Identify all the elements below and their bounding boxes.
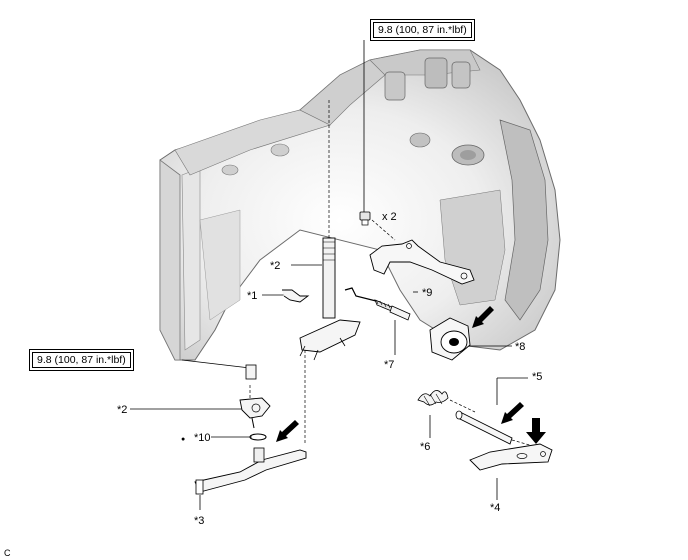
manual-shift-lever (194, 447, 307, 495)
callout-3: *3 (194, 515, 204, 527)
apply-arrow-icon (501, 402, 524, 424)
callout-2-lower: *2 (117, 404, 127, 416)
callout-9: *9 (422, 287, 432, 299)
callout-6: *6 (420, 441, 430, 453)
apply-arrow-icon (472, 306, 494, 328)
figure-code: C (4, 548, 11, 558)
callout-4: *4 (490, 502, 500, 514)
transmission-case (159, 49, 561, 361)
pawl-pin (455, 410, 513, 445)
callout-10-bullet: ● (181, 436, 185, 443)
callout-7: *7 (384, 359, 394, 371)
assembly-dashed-lines (249, 100, 541, 449)
torsion-spring (417, 390, 449, 407)
detent-spring-bolt (239, 364, 271, 429)
o-ring (249, 433, 267, 441)
callout-8: *8 (515, 341, 525, 353)
callout-2-upper: *2 (270, 260, 280, 272)
parking-lock-sleeve (429, 317, 471, 361)
manual-valve-lever-shaft (299, 237, 361, 361)
apply-arrow-icon (276, 420, 299, 442)
torque-spec-top: 9.8 (100, 87 in.*lbf) (370, 19, 475, 41)
torque-spec-left: 9.8 (100, 87 in.*lbf) (29, 349, 134, 371)
parking-lock-pawl-bracket (369, 239, 475, 285)
apply-arrow-icon (526, 418, 546, 444)
callout-10: *10 (194, 432, 211, 444)
spring-clip (282, 289, 310, 303)
parking-lock-rod (344, 287, 411, 321)
callout-1: *1 (247, 290, 257, 302)
bolt (359, 211, 371, 226)
parking-lock-pawl (469, 443, 553, 471)
callout-5: *5 (532, 371, 542, 383)
bolt-quantity: x 2 (382, 211, 397, 223)
leader-lines (130, 40, 528, 510)
